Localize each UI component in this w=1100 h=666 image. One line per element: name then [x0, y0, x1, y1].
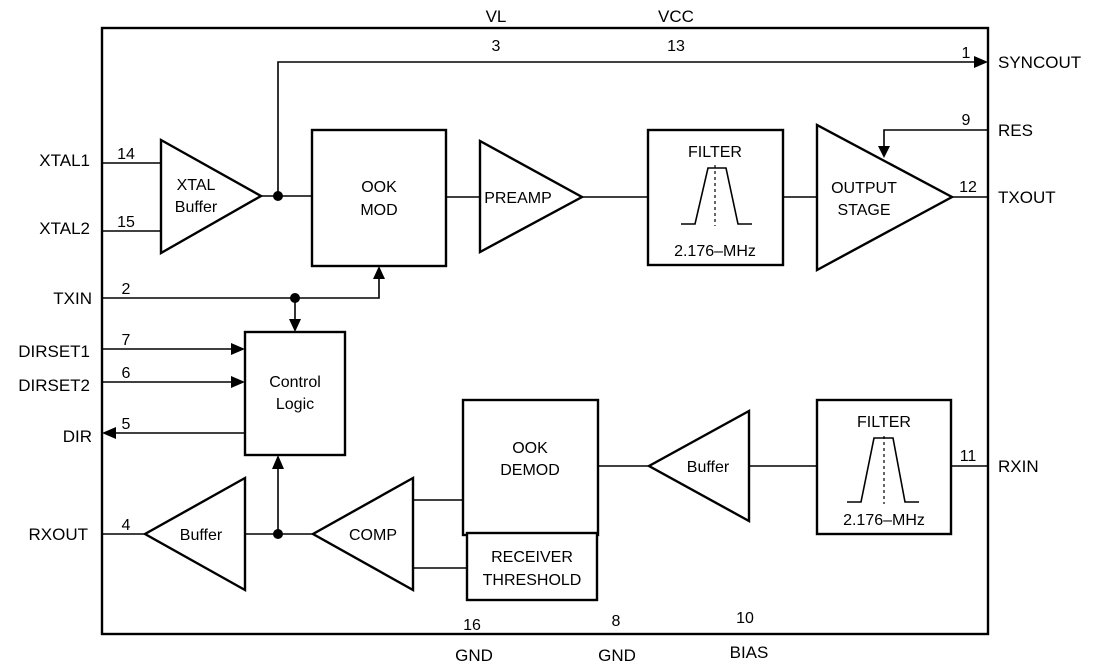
xtal-junction-dot [273, 191, 283, 201]
tx-filter-freq: 2.176–MHz [674, 243, 756, 260]
preamp-label: PREAMP [484, 190, 552, 207]
txin-to-control-arrow [289, 319, 301, 332]
gnd-label-2: GND [598, 646, 636, 665]
pin-12: 12 [959, 179, 977, 196]
receiver-threshold-label-1: RECEIVER [491, 549, 573, 566]
tx-filter-title: FILTER [688, 144, 742, 161]
comp-to-control-arrow [272, 455, 284, 469]
pin-9: 9 [962, 112, 971, 129]
rx-buffer-label: Buffer [687, 459, 730, 476]
pin-5: 5 [122, 416, 131, 433]
pin-3: 3 [492, 38, 501, 55]
dirset1-label: DIRSET1 [18, 342, 90, 361]
gnd-label-1: GND [455, 646, 493, 665]
syncout-wire [277, 61, 975, 196]
res-label: RES [998, 121, 1033, 140]
txin-wire [102, 278, 380, 299]
rxout-label: RXOUT [29, 525, 89, 544]
syncout-label: SYNCOUT [998, 53, 1081, 72]
ook-mod-label-2: MOD [360, 202, 397, 219]
pin-7: 7 [122, 332, 131, 349]
receiver-threshold-block [465, 531, 599, 602]
control-logic-label-2: Logic [276, 396, 314, 413]
txin-to-ookmod-arrow [373, 266, 385, 279]
control-logic-label-1: Control [269, 374, 321, 391]
output-stage-label-1: OUTPUT [831, 180, 897, 197]
xtal-buffer-triangle [159, 137, 264, 256]
dirset2-label: DIRSET2 [18, 376, 90, 395]
pin-2: 2 [122, 281, 131, 298]
control-logic-block [243, 330, 347, 457]
ook-mod-block [310, 128, 448, 268]
tx-filter-response-icon [681, 167, 752, 225]
rxout-buffer-triangle [142, 475, 247, 593]
vcc-label: VCC [658, 7, 694, 26]
pin-1: 1 [962, 45, 971, 62]
txout-label: TXOUT [998, 188, 1056, 207]
dirset2-arrow [231, 376, 245, 388]
pin-13: 13 [667, 38, 685, 55]
pin-15: 15 [117, 214, 135, 231]
dir-arrow [102, 427, 116, 439]
rx-filter-freq: 2.176–MHz [843, 512, 925, 529]
pin-16: 16 [463, 617, 481, 634]
output-stage-label-2: STAGE [837, 202, 890, 219]
comp-triangle [310, 475, 415, 593]
syncout-arrow [974, 56, 988, 68]
rx-filter-title: FILTER [857, 414, 911, 431]
output-stage-triangle [815, 123, 955, 273]
receiver-threshold-label-2: THRESHOLD [483, 572, 582, 589]
xtal1-label: XTAL1 [39, 151, 90, 170]
xtal-buffer-label-1: XTAL [177, 177, 216, 194]
xtal2-label: XTAL2 [39, 219, 90, 238]
comp-label: COMP [349, 527, 397, 544]
rxin-label: RXIN [998, 457, 1039, 476]
ook-demod-label-2: DEMOD [500, 462, 560, 479]
bias-label: BIAS [730, 643, 769, 662]
dirset1-arrow [231, 343, 245, 355]
pin-4: 4 [122, 517, 131, 534]
txin-label: TXIN [53, 289, 92, 308]
vl-label: VL [486, 7, 507, 26]
ook-demod-block [461, 398, 600, 537]
xtal-buffer-label-2: Buffer [175, 199, 218, 216]
rx-buffer-triangle [646, 408, 751, 524]
pin-14: 14 [117, 146, 135, 163]
pin-6: 6 [122, 365, 131, 382]
ook-mod-label-1: OOK [361, 179, 397, 196]
ook-demod-label-1: OOK [512, 440, 548, 457]
pin-10: 10 [736, 610, 754, 627]
dir-label: DIR [63, 427, 92, 446]
res-arrow [878, 146, 890, 158]
pin-8: 8 [612, 613, 621, 630]
res-wire [883, 129, 988, 148]
preamp-triangle [478, 138, 585, 255]
rxout-buffer-label: Buffer [180, 527, 223, 544]
pin-11: 11 [960, 448, 977, 465]
